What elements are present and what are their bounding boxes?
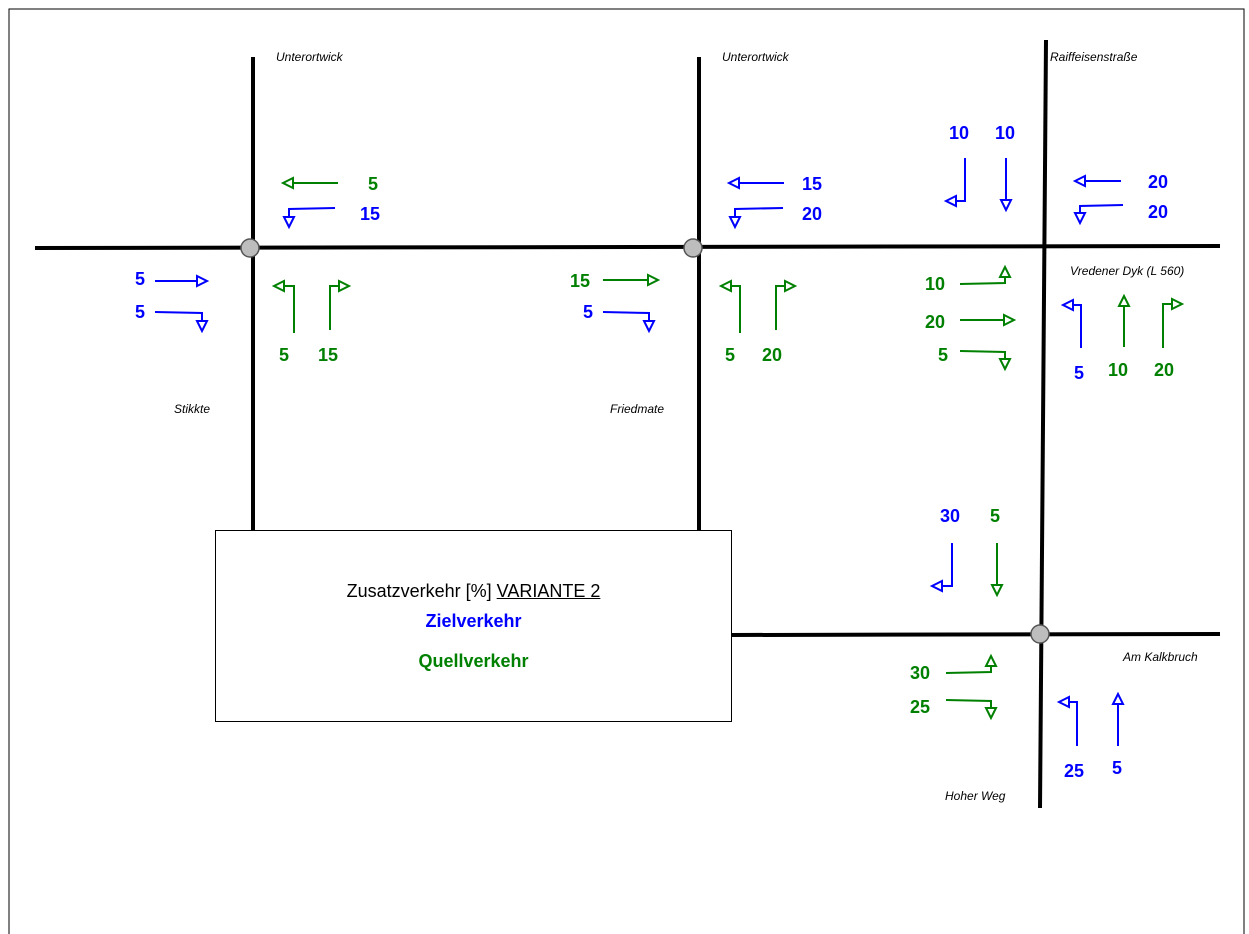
- legend-box: Zusatzverkehr [%] VARIANTE 2 Zielverkehr…: [215, 530, 732, 722]
- arrow-j3-north-right: [1162, 297, 1185, 348]
- street-label-stikkte: Stikkte: [174, 402, 210, 416]
- arrow-j2-east-straight: [603, 273, 661, 287]
- arrow-j4-south-straight: [990, 543, 1004, 598]
- value-j1-west-left: 5: [368, 174, 378, 194]
- value-j1-east-straight: 5: [135, 269, 145, 289]
- value-j3-west-straight: 20: [1148, 172, 1168, 192]
- arrow-j4-east-down: [945, 699, 998, 721]
- arrow-j1-west-left: [280, 176, 338, 190]
- value-j3-north-left: 5: [1074, 363, 1084, 383]
- value-j4-north-left: 25: [1064, 761, 1084, 781]
- value-j1-north-right: 15: [318, 345, 338, 365]
- road-am-kalkbruch: [731, 632, 1221, 637]
- arrow-j2-west-left: [726, 176, 784, 190]
- junction-node-1: [240, 238, 260, 258]
- value-j4-east-down: 25: [910, 697, 930, 717]
- street-label-am-kalkbruch: Am Kalkbruch: [1122, 650, 1198, 664]
- arrow-j1-north-right: [329, 279, 352, 330]
- street-label-friedmate: Friedmate: [610, 402, 664, 416]
- value-j3-east-up: 10: [925, 274, 945, 294]
- value-j2-north-right: 20: [762, 345, 782, 365]
- arrow-j4-south-left: [929, 543, 953, 593]
- arrow-j2-north-left: [718, 279, 741, 333]
- value-j2-north-left: 5: [725, 345, 735, 365]
- arrow-j3-west-straight: [1072, 174, 1121, 188]
- arrow-j2-west-down: [728, 207, 784, 230]
- legend-title: Zusatzverkehr [%] VARIANTE 2: [216, 581, 731, 602]
- arrow-j1-west-down: [282, 207, 336, 230]
- value-j4-south-straight: 5: [990, 506, 1000, 526]
- arrow-j2-north-right: [775, 279, 798, 330]
- value-j3-west-left: 20: [1148, 202, 1168, 222]
- value-j4-east-up: 30: [910, 663, 930, 683]
- value-j4-north-straight: 5: [1112, 758, 1122, 778]
- value-j4-south-left: 30: [940, 506, 960, 526]
- junction-node-4: [1030, 624, 1050, 644]
- arrow-j3-east-up: [959, 264, 1012, 285]
- value-j1-north-left: 5: [279, 345, 289, 365]
- value-j2-west-left: 15: [802, 174, 822, 194]
- street-label-unterortwick-left: Unterortwick: [276, 50, 344, 64]
- arrow-j1-north-left: [271, 279, 295, 333]
- value-j2-west-down: 20: [802, 204, 822, 224]
- legend-target-label: Zielverkehr: [425, 611, 522, 631]
- arrow-j3-south-straight: [999, 158, 1013, 213]
- value-j2-east-straight: 15: [570, 271, 590, 291]
- street-label-raiffeisenstrasse: Raiffeisenstraße: [1050, 50, 1138, 64]
- value-j2-east-right: 5: [583, 302, 593, 322]
- arrow-j4-east-up: [945, 653, 998, 674]
- road-vredener-dyk: [34, 244, 1221, 250]
- page-border: [8, 8, 1245, 934]
- arrow-j1-east-right: [154, 311, 209, 334]
- street-label-hoher-weg: Hoher Weg: [945, 789, 1006, 803]
- road-raiffeisenstrasse-hoher-weg: [1038, 39, 1048, 809]
- arrow-j3-east-down: [959, 350, 1012, 372]
- legend-title-variant: VARIANTE 2: [496, 581, 601, 601]
- value-j1-west-down: 15: [360, 204, 380, 224]
- legend-source-label: Quellverkehr: [418, 651, 529, 671]
- arrow-j1-east-straight: [155, 274, 210, 288]
- value-j1-east-right: 5: [135, 302, 145, 322]
- arrow-j3-north-straight: [1117, 293, 1131, 347]
- arrow-j2-east-right: [602, 311, 656, 334]
- legend-title-prefix: Zusatzverkehr [%]: [346, 581, 497, 601]
- value-j3-north-right: 20: [1154, 360, 1174, 380]
- arrow-j3-east-straight: [960, 313, 1017, 327]
- street-label-vredener-dyk: Vredener Dyk (L 560): [1070, 264, 1184, 278]
- value-j3-east-down: 5: [938, 345, 948, 365]
- arrow-j3-west-left: [1073, 204, 1124, 226]
- arrow-j4-north-straight: [1111, 691, 1125, 746]
- arrow-j3-north-left: [1060, 298, 1082, 348]
- street-label-unterortwick-mid: Unterortwick: [722, 50, 790, 64]
- value-j3-south-straight: 10: [995, 123, 1015, 143]
- value-j3-east-straight: 20: [925, 312, 945, 332]
- junction-node-2: [683, 238, 703, 258]
- value-j3-south-left: 10: [949, 123, 969, 143]
- arrow-j4-north-left: [1056, 695, 1078, 746]
- value-j3-north-straight: 10: [1108, 360, 1128, 380]
- arrow-j3-south-left: [943, 158, 966, 208]
